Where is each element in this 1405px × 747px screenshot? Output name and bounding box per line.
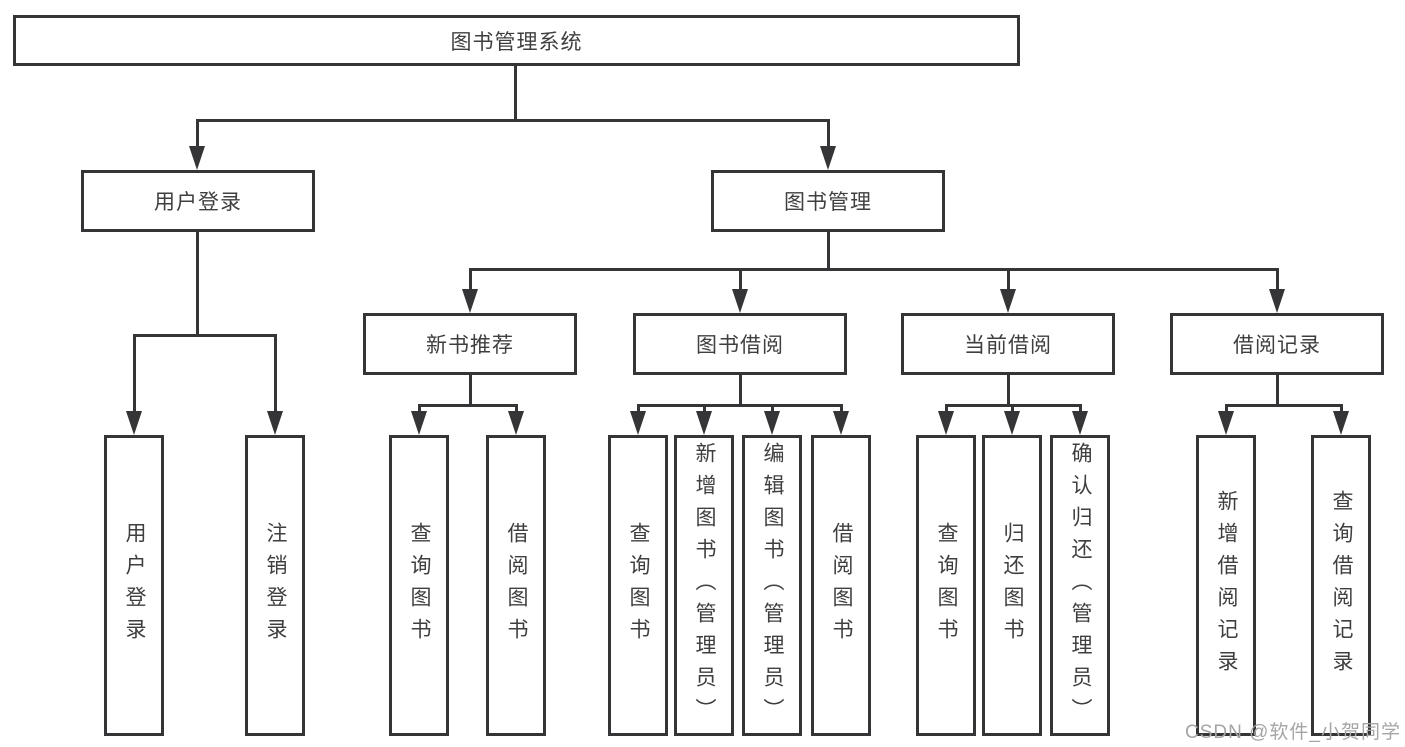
leaf-query-borrow-record: 查询借阅记录 [1311,435,1371,736]
connector-rail-book-borrow [637,404,842,407]
arrow-to-leaf-borrow-book-2 [833,411,849,435]
node-user-login: 用户登录 [81,170,315,232]
connector-rail-level3 [469,268,1277,271]
arrow-to-user-login [189,146,205,170]
connector-drop-leaf [1011,404,1014,412]
arrow-to-book-mgmt [820,146,836,170]
leaf-borrow-book-2: 借阅图书 [811,435,871,736]
arrow-to-leaf-query-record [1333,411,1349,435]
connector-drop-current-borrow [1007,268,1010,289]
connector-drop-leaf [637,404,640,412]
node-book-borrow: 图书借阅 [633,313,847,375]
connector-new-book-rec-stem [469,375,472,405]
leaf-confirm-return-admin: 确认归还（管理员） [1050,435,1110,736]
node-new-book-recommend: 新书推荐 [363,313,577,375]
leaf-query-book-1: 查询图书 [389,435,449,736]
connector-drop-borrow-record [1276,268,1279,289]
connector-book-mgmt-stem [827,232,830,268]
arrow-to-leaf-edit-book [764,411,780,435]
connector-drop-leaf [515,404,518,412]
connector-borrow-record-stem [1276,375,1279,405]
connector-root-stem [514,66,517,119]
arrow-to-leaf-query-book-1 [411,411,427,435]
arrow-to-book-borrow [732,289,748,313]
leaf-add-book-admin: 新增图书（管理员） [674,435,734,736]
connector-drop-leaf [945,404,948,412]
arrow-to-leaf-add-book [696,411,712,435]
node-borrow-record: 借阅记录 [1170,313,1384,375]
connector-user-login-stem [196,232,199,335]
arrow-to-new-book-rec [462,289,478,313]
leaf-logout: 注销登录 [245,435,305,736]
leaf-edit-book-admin: 编辑图书（管理员） [742,435,802,736]
connector-drop-leaf [1079,404,1082,412]
connector-drop-leaf [1225,404,1228,412]
connector-drop-book-mgmt [827,119,830,147]
connector-rail-level2 [196,119,829,122]
arrow-to-leaf-add-record [1218,411,1234,435]
leaf-add-borrow-record: 新增借阅记录 [1196,435,1256,736]
connector-drop-leaf [703,404,706,412]
node-book-management: 图书管理 [711,170,945,232]
leaf-return-book: 归还图书 [982,435,1042,736]
arrow-to-leaf-borrow-book-1 [508,411,524,435]
connector-rail-user-login [133,334,276,337]
csdn-watermark: CSDN @软件_小贺同学 [1185,722,1401,743]
connector-drop-leaf [418,404,421,412]
arrow-to-borrow-record [1269,289,1285,313]
connector-drop-new-book-rec [469,268,472,289]
connector-current-borrow-stem [1007,375,1010,405]
connector-drop-user-login [196,119,199,147]
arrow-to-leaf-user-login [126,411,142,435]
connector-drop-leaf-user-login [133,334,136,411]
leaf-query-book-3: 查询图书 [916,435,976,736]
arrow-to-leaf-query-book-3 [938,411,954,435]
connector-book-borrow-stem [739,375,742,405]
arrow-to-leaf-logout [267,411,283,435]
connector-drop-leaf-logout [274,334,277,411]
arrow-to-leaf-return-book [1004,411,1020,435]
arrow-to-current-borrow [1000,289,1016,313]
node-current-borrow: 当前借阅 [901,313,1115,375]
connector-rail-borrow-record [1225,404,1342,407]
connector-drop-leaf [771,404,774,412]
arrow-to-leaf-confirm-return [1072,411,1088,435]
connector-drop-book-borrow [739,268,742,289]
node-root: 图书管理系统 [13,15,1020,66]
leaf-query-book-2: 查询图书 [608,435,668,736]
connector-rail-new-book-rec [418,404,518,407]
connector-drop-leaf [840,404,843,412]
leaf-borrow-book-1: 借阅图书 [486,435,546,736]
arrow-to-leaf-query-book-2 [630,411,646,435]
leaf-user-login: 用户登录 [104,435,164,736]
connector-drop-leaf [1340,404,1343,412]
